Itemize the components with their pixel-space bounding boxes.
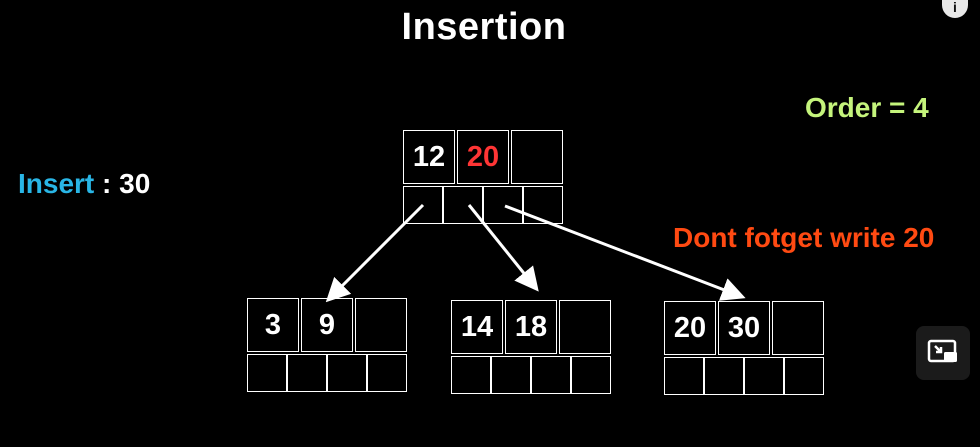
child-1-pointer-2: [287, 354, 327, 392]
child-3-pointer-3: [744, 357, 784, 395]
root-pointer-3: [483, 186, 523, 224]
root-pointer-2: [443, 186, 483, 224]
slide-title: Insertion: [401, 6, 567, 48]
child-3-pointer-1: [664, 357, 704, 395]
root-node: 12 20: [403, 130, 563, 224]
child-3-key-3: [772, 301, 824, 355]
child-3-pointer-2: [704, 357, 744, 395]
child-1-key-2: 9: [301, 298, 353, 352]
info-button[interactable]: i: [942, 0, 968, 18]
root-pointer-1: [403, 186, 443, 224]
child-2-pointer-2: [491, 356, 531, 394]
edge-root-to-child-1: [325, 203, 425, 303]
child-2-pointer-4: [571, 356, 611, 394]
child-2-key-3: [559, 300, 611, 354]
child-node-3: 20 30: [664, 301, 824, 395]
child-2-pointer-1: [451, 356, 491, 394]
child-1-pointer-1: [247, 354, 287, 392]
child-node-1: 3 9: [247, 298, 407, 392]
child-2-pointer-3: [531, 356, 571, 394]
child-2-key-2: 18: [505, 300, 557, 354]
picture-in-picture-icon: [927, 339, 957, 363]
child-1-pointer-4: [367, 354, 407, 392]
insert-value: 30: [119, 168, 151, 199]
picture-in-picture-button[interactable]: [916, 326, 970, 380]
info-icon: i: [953, 0, 957, 15]
root-key-2: 20: [457, 130, 509, 184]
root-pointer-4: [523, 186, 563, 224]
child-3-key-1: 20: [664, 301, 716, 355]
child-3-pointer-4: [784, 357, 824, 395]
edge-root-to-child-3: [504, 204, 746, 301]
reminder-note: Dont fotget write 20: [673, 222, 935, 253]
child-1-key-1: 3: [247, 298, 299, 352]
root-key-3: [511, 130, 563, 184]
child-3-key-2: 30: [718, 301, 770, 355]
child-1-pointer-3: [327, 354, 367, 392]
edge-root-to-child-2: [467, 204, 539, 292]
child-2-key-1: 14: [451, 300, 503, 354]
child-1-key-3: [355, 298, 407, 352]
root-key-1: 12: [403, 130, 455, 184]
insert-separator: :: [94, 168, 120, 199]
insert-word: Insert: [18, 168, 95, 199]
order-label: Order = 4: [805, 92, 929, 123]
insert-label: Insert : 30: [18, 168, 150, 200]
child-node-2: 14 18: [451, 300, 611, 394]
